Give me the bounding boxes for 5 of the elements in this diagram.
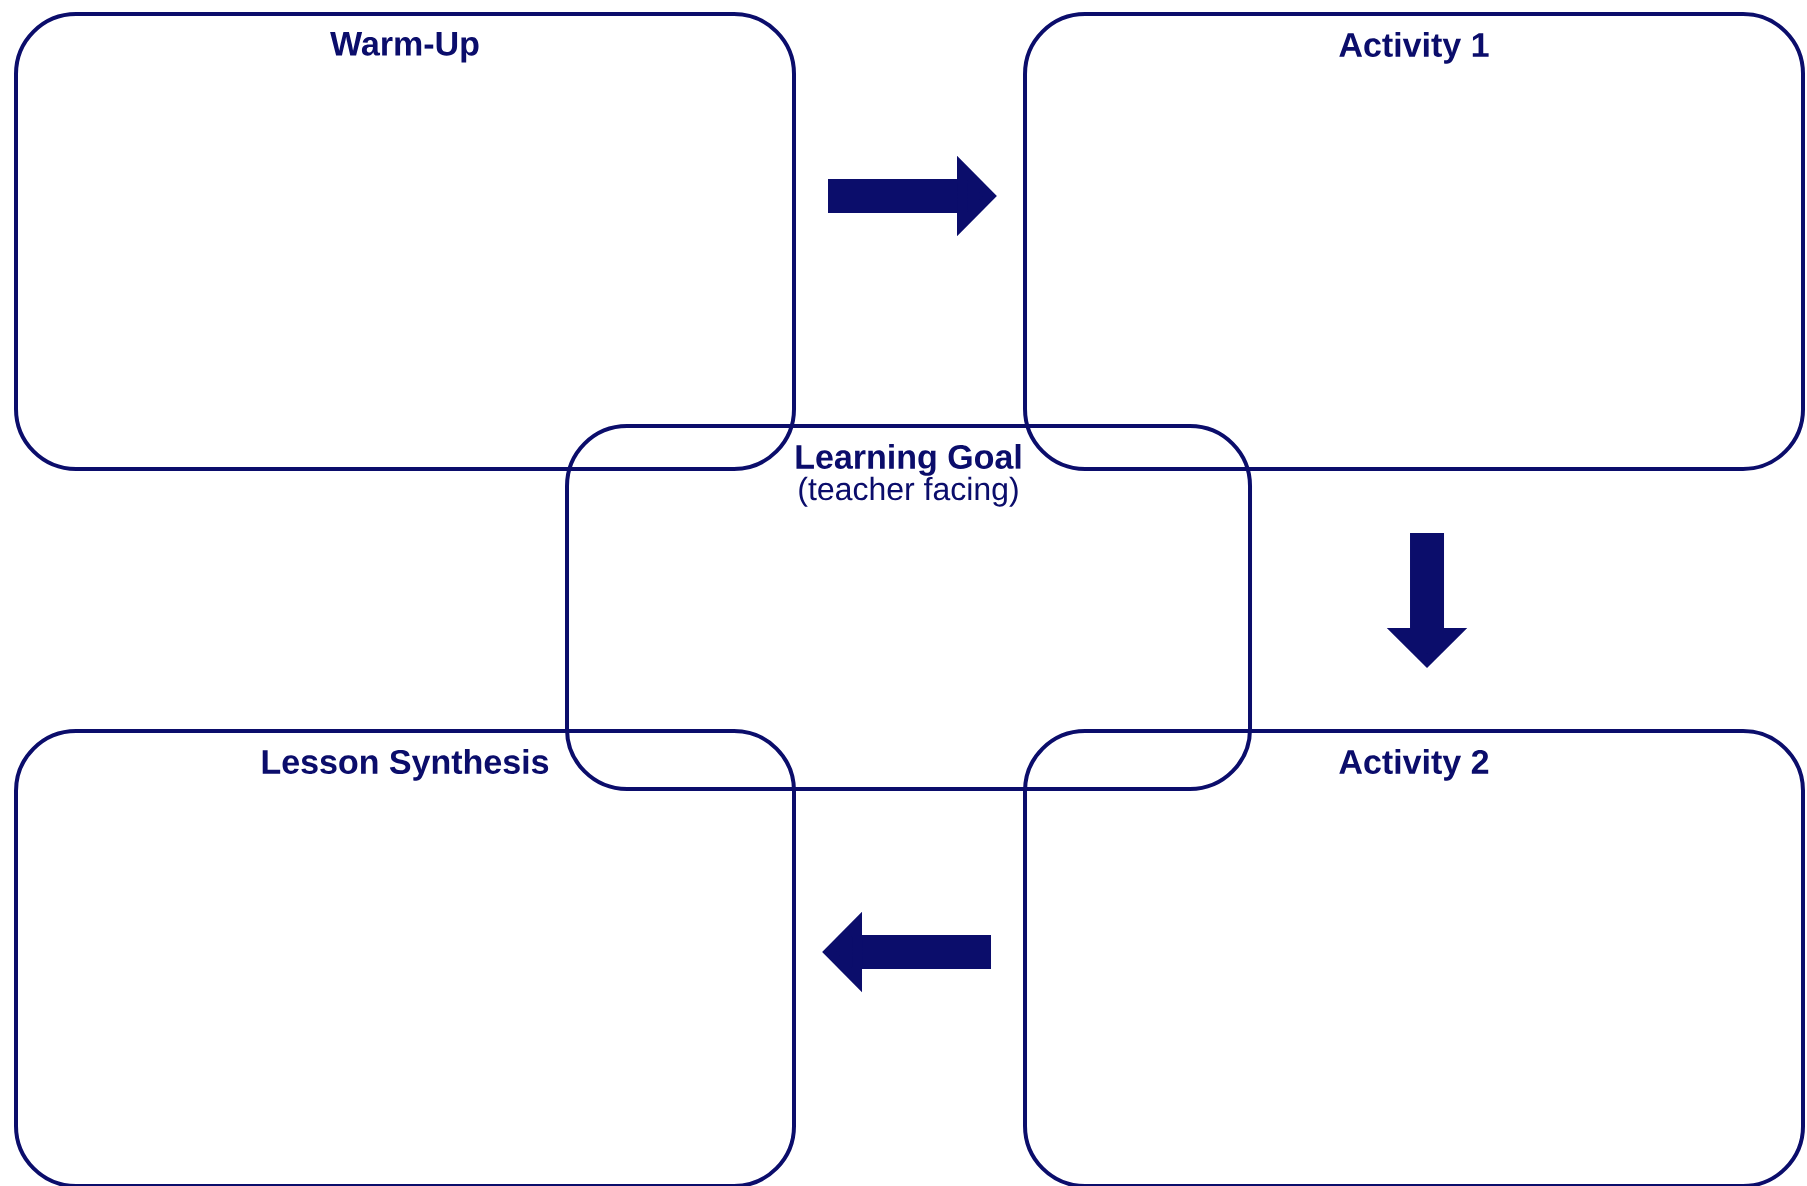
rounded-box: Lesson Synthesis [14, 729, 796, 1186]
rounded-box: Activity 1 [1023, 12, 1805, 471]
rounded-box: Learning Goal (teacher facing) [565, 424, 1252, 791]
rounded-box: Warm-Up [14, 12, 796, 471]
rounded-box: Activity 2 [1023, 729, 1805, 1186]
